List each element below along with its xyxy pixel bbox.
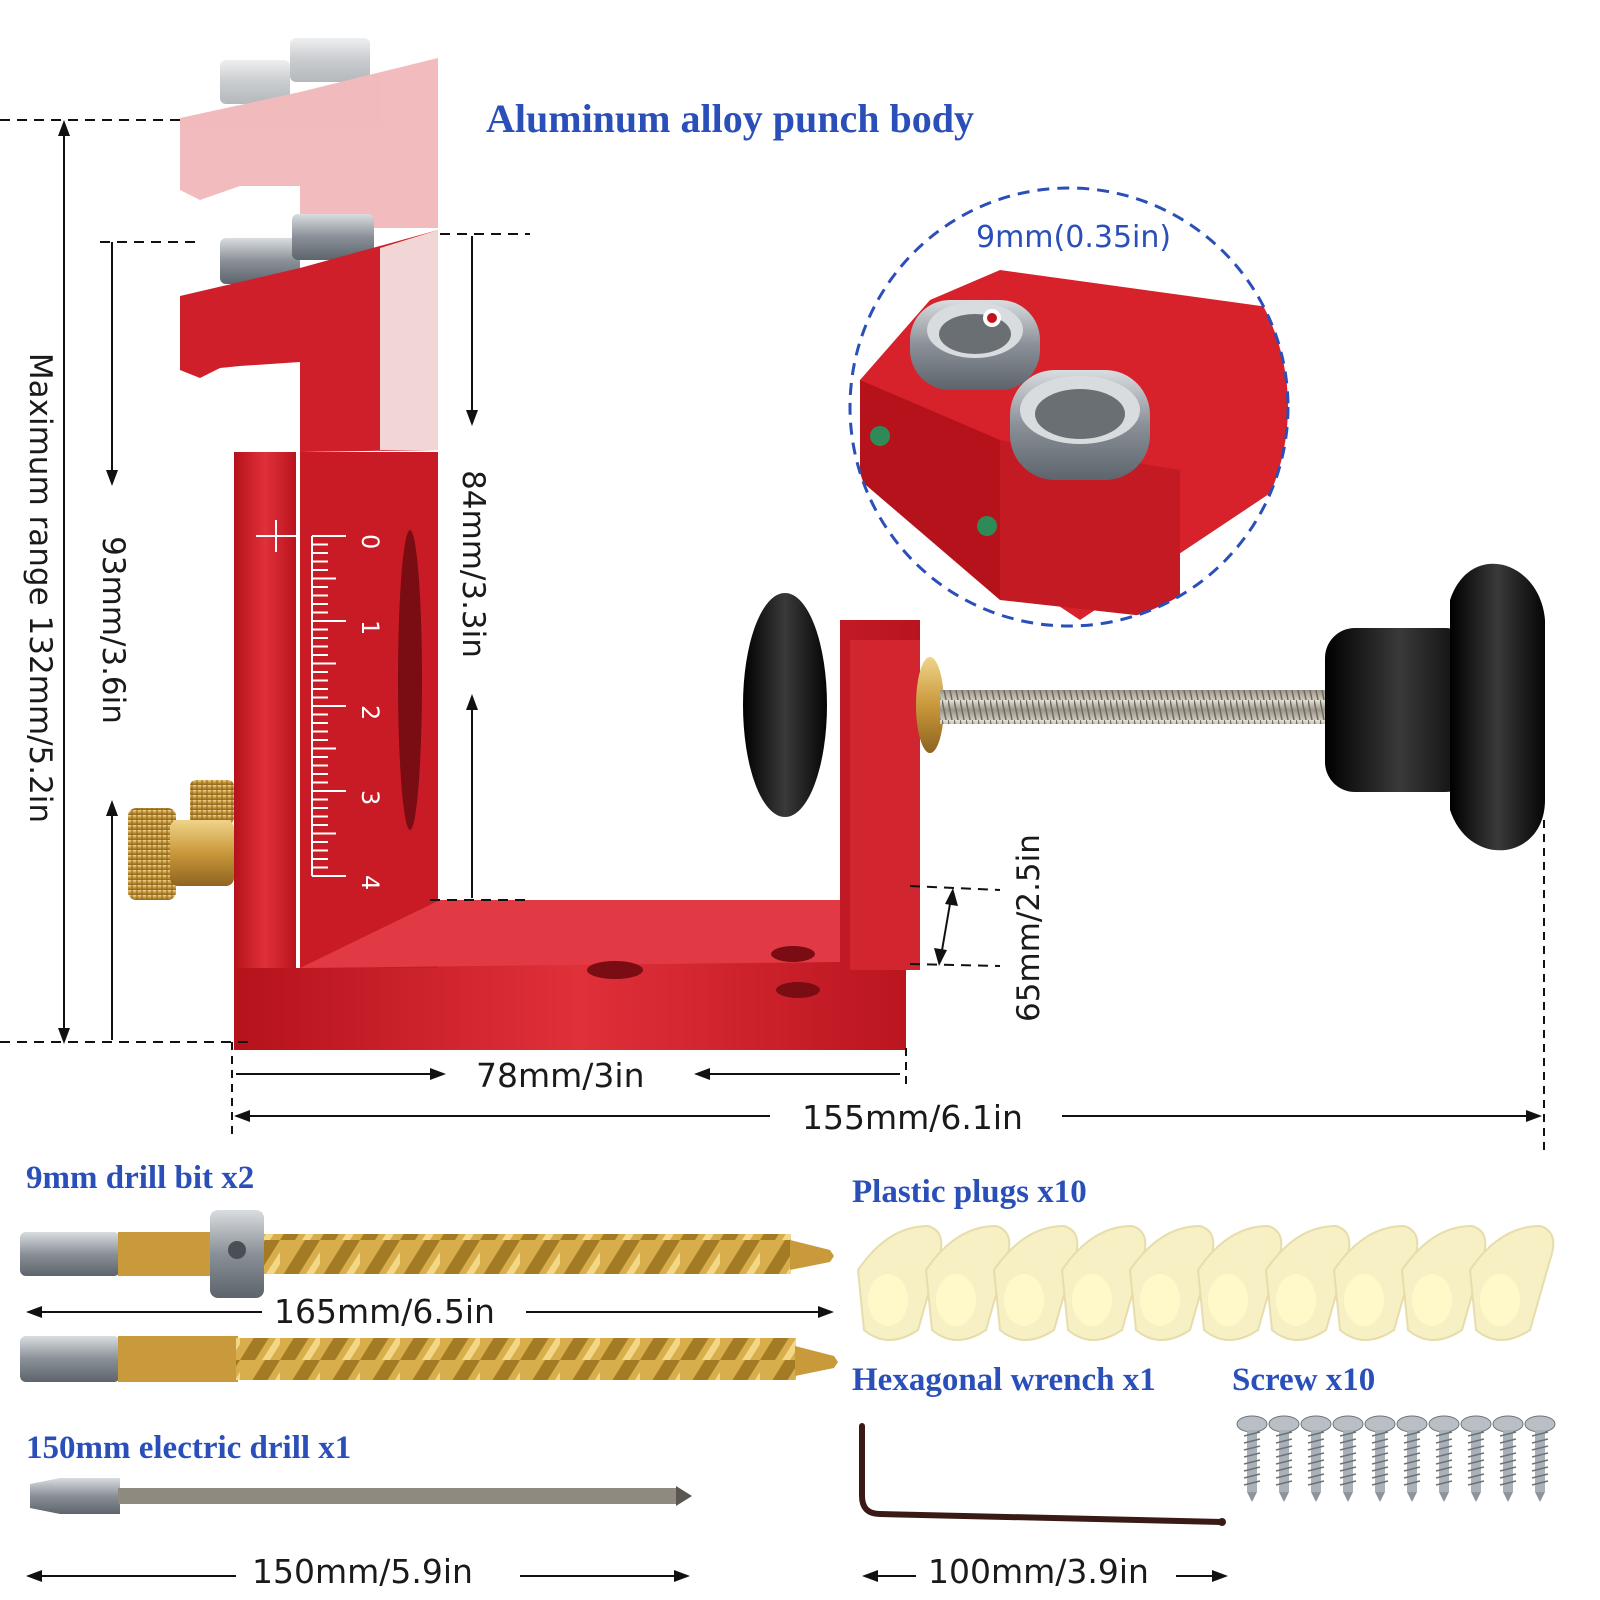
max-range-label: Maximum range 132mm/5.2in: [22, 352, 58, 824]
clamp-screw: [743, 563, 1545, 851]
ruler-digit-0: 0: [356, 534, 384, 549]
jig-upright: [234, 452, 296, 972]
ruler-digits: 0 1 2 3 4: [356, 534, 384, 890]
screw-title: Screw x10: [1232, 1362, 1376, 1398]
plastic-plug: [1196, 1224, 1283, 1341]
base-hole-1: [587, 961, 643, 979]
ruler-scale: [256, 520, 346, 877]
plastic-plug: [992, 1224, 1079, 1341]
drill-bit-title: 9mm drill bit x2: [26, 1160, 255, 1196]
headline: Aluminum alloy punch body: [486, 96, 974, 141]
drill-bit-1: [20, 1210, 834, 1298]
screw: [1268, 1415, 1300, 1502]
drill-length-arrows: [28, 1311, 1224, 1577]
drill-length-arrowheads: [26, 1306, 1228, 1582]
electric-drill-bit: [30, 1478, 692, 1514]
width-155-label: 155mm/6.1in: [802, 1098, 1023, 1137]
ruler-digit-2: 2: [356, 705, 384, 720]
ruler-digit-3: 3: [356, 790, 384, 805]
plastic-plug: [1400, 1224, 1487, 1341]
wrench-title: Hexagonal wrench x1: [852, 1362, 1156, 1398]
width-78-label: 78mm/3in: [476, 1056, 645, 1095]
drill-bit-2: [20, 1336, 838, 1382]
drill-guide-ghost: [180, 38, 438, 228]
height-93-label: 93mm/3.6in: [95, 536, 131, 724]
plastic-plugs: [856, 1224, 1555, 1341]
plastic-plug: [1468, 1224, 1555, 1341]
base-hole-2: [771, 946, 815, 962]
screw: [1492, 1415, 1524, 1502]
electric-drill-title: 150mm electric drill x1: [26, 1430, 352, 1466]
ruler-digit-4: 4: [356, 875, 384, 890]
screws: [1236, 1415, 1556, 1502]
dimension-lines: [0, 119, 1545, 1150]
ruler-digit-1: 1: [356, 620, 384, 635]
screw: [1236, 1415, 1268, 1502]
screw: [1332, 1415, 1364, 1502]
screw: [1524, 1415, 1556, 1502]
screw: [1428, 1415, 1460, 1502]
plastic-plug: [1060, 1224, 1147, 1341]
plastic-plug: [1264, 1224, 1351, 1341]
clamp-post: [850, 640, 920, 970]
drill-guide-block: [180, 214, 438, 452]
base-hole-3: [776, 982, 820, 998]
plastic-plug: [1128, 1224, 1215, 1341]
dimension-arrowheads: [58, 120, 1542, 1122]
stop-collar-screws: [128, 780, 234, 900]
screw: [1460, 1415, 1492, 1502]
height-84-label: 84mm/3.3in: [455, 470, 491, 658]
hole-detail-zoom: [848, 186, 1290, 628]
drill-bit-length: 165mm/6.5in: [274, 1292, 495, 1331]
plastic-plug: [924, 1224, 1011, 1341]
screw: [1364, 1415, 1396, 1502]
screw: [1300, 1415, 1332, 1502]
wrench-length: 100mm/3.9in: [928, 1552, 1149, 1591]
electric-drill-length: 150mm/5.9in: [252, 1552, 473, 1591]
screw: [1396, 1415, 1428, 1502]
hex-wrench: [859, 1423, 1226, 1526]
base-top-face: [300, 900, 840, 968]
plugs-title: Plastic plugs x10: [852, 1174, 1087, 1210]
clamp-65-label: 65mm/2.5in: [1011, 834, 1047, 1022]
hole-size-label: 9mm(0.35in): [976, 220, 1172, 255]
pocket-hole-jig: [128, 38, 1545, 1050]
slot-hole: [398, 530, 422, 830]
plastic-plug: [856, 1224, 943, 1341]
plastic-plug: [1332, 1224, 1419, 1341]
